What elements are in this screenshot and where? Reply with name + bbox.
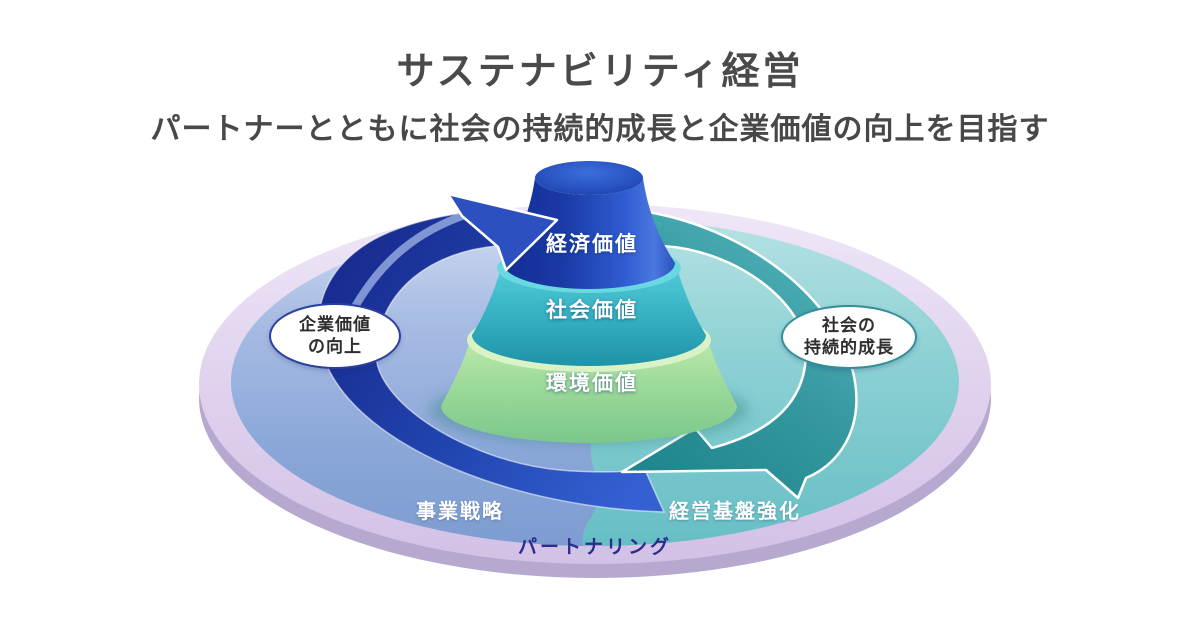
bubble-corporate-value: 企業価値 の向上 <box>269 303 401 369</box>
label-management-foundation: 経営基盤強化 <box>669 501 801 523</box>
label-economic-value: 経済価値 <box>546 232 638 256</box>
bubble-social-growth-line2: 持続的成長 <box>804 338 894 357</box>
page-subtitle: パートナーとともに社会の持続的成長と企業価値の向上を目指す <box>150 113 1050 146</box>
page-title: サステナビリティ経営 <box>396 51 804 93</box>
circular-arrow-up-head-icon <box>446 192 559 272</box>
label-business-strategy: 事業戦略 <box>416 501 504 523</box>
bubble-corporate-value-line2: の向上 <box>308 337 362 356</box>
bubble-social-growth: 社会の 持続的成長 <box>781 305 917 369</box>
circular-arrow-down-icon <box>620 210 858 500</box>
label-environmental-value: 環境価値 <box>546 371 638 395</box>
label-social-value: 社会価値 <box>546 298 638 322</box>
bubble-corporate-value-line1: 企業価値 <box>299 314 371 334</box>
layer-economic-value <box>503 161 675 289</box>
bubble-social-growth-line1: 社会の <box>822 315 876 335</box>
label-partnering: パートナリング <box>517 537 672 558</box>
value-pyramid <box>441 161 737 443</box>
